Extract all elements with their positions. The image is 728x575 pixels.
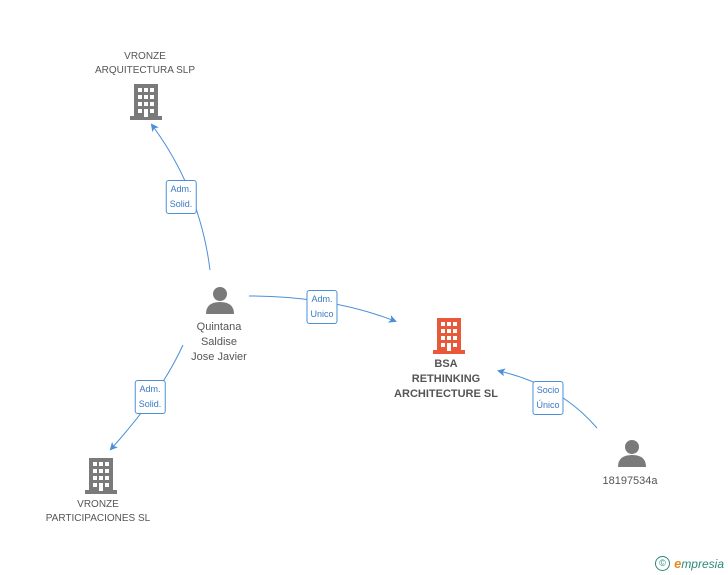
brand-rest: mpresia: [681, 557, 724, 571]
node-label-quintana[interactable]: Quintana Saldise Jose Javier: [191, 320, 247, 365]
node-label-vronze-participaciones[interactable]: VRONZE PARTICIPACIONES SL: [46, 498, 150, 526]
edge-label-adm-unico: Adm. Unico: [306, 290, 338, 324]
edge-label-line: Solid.: [169, 199, 193, 209]
edge-label-line: Solid.: [138, 399, 162, 409]
node-label-line: VRONZE: [124, 51, 166, 62]
edge-label-line: Socio: [536, 385, 560, 395]
building-icon[interactable]: [433, 318, 465, 354]
edge-label-socio-unico: Socio Único: [532, 381, 564, 415]
edge-label-line: Adm.: [311, 294, 333, 304]
person-icon[interactable]: [206, 286, 234, 314]
node-label-18197534a[interactable]: 18197534a: [602, 474, 657, 489]
node-label-line: Quintana: [196, 321, 242, 333]
person-icon[interactable]: [618, 439, 646, 467]
node-label-line: PARTICIPACIONES SL: [45, 513, 151, 524]
node-label-line: ARQUITECTURA SLP: [94, 65, 196, 76]
edge-label-adm-solid-bottom: Adm. Solid.: [134, 380, 166, 414]
brand-e: e: [674, 556, 682, 571]
building-icon[interactable]: [85, 458, 117, 494]
edge-label-line: Adm.: [139, 384, 161, 394]
node-label-bsa[interactable]: BSA RETHINKING ARCHITECTURE SL: [394, 357, 498, 402]
node-label-line: RETHINKING: [411, 373, 481, 385]
node-label-line: 18197534a: [602, 475, 658, 487]
edge-label-line: Unico: [310, 309, 334, 319]
building-icon[interactable]: [130, 84, 162, 120]
brand-wordmark: empresia: [674, 556, 724, 571]
copyright-icon: ©: [655, 556, 671, 571]
node-label-line: BSA: [434, 358, 458, 370]
node-label-vronze-arquitectura[interactable]: VRONZE ARQUITECTURA SLP: [95, 50, 195, 78]
edge-label-line: Adm.: [170, 184, 192, 194]
node-label-line: Saldise: [200, 336, 238, 348]
edge-label-adm-solid-top: Adm. Solid.: [165, 180, 197, 214]
node-label-line: Jose Javier: [191, 351, 247, 363]
edge-label-line: Único: [536, 400, 560, 410]
node-label-line: ARCHITECTURE SL: [394, 388, 498, 400]
node-label-line: VRONZE: [77, 499, 119, 510]
empresia-logo[interactable]: © empresia: [655, 556, 724, 571]
